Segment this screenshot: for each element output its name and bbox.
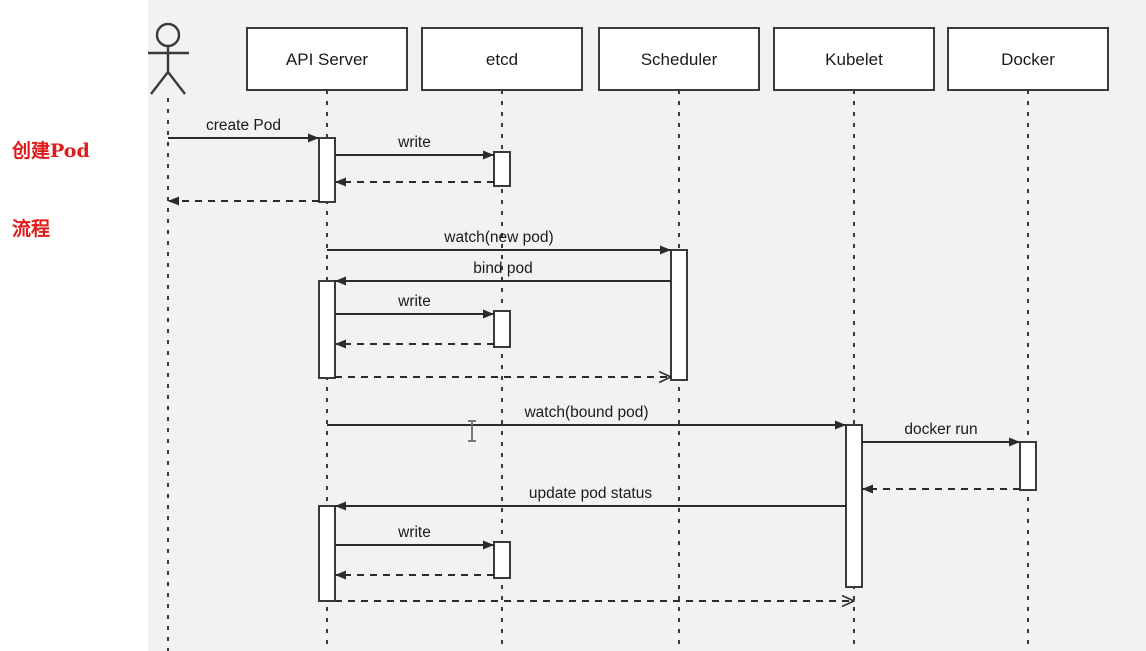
activation-bar-docker xyxy=(1019,441,1037,491)
message-label: write xyxy=(397,134,431,151)
chinese-annotation: 创建Pod 流程 xyxy=(12,86,142,294)
activation-bar-etcd xyxy=(493,310,511,348)
participant-label-apiserver: API Server xyxy=(286,50,369,69)
message-apiserver-to-kubelet[interactable]: watch(bound pod) xyxy=(327,404,846,430)
message-label: write xyxy=(397,524,431,541)
activation-bar-etcd xyxy=(493,151,511,187)
participant-etcd[interactable]: etcd xyxy=(421,27,583,91)
annotation-line-2: 流程 xyxy=(12,218,51,240)
participant-label-docker: Docker xyxy=(1001,50,1055,69)
sequence-diagram-svg: create Pod write watch(new pod) bind pod wri… xyxy=(148,22,1109,651)
message-label: watch(new pod) xyxy=(443,229,553,246)
activation-bar-apiserver xyxy=(318,505,336,602)
activation-bar-etcd xyxy=(493,541,511,579)
message-label: write xyxy=(397,293,431,310)
message-label: create Pod xyxy=(206,117,281,134)
activation-bar-scheduler xyxy=(670,249,688,381)
message-label: watch(bound pod) xyxy=(523,404,648,421)
participant-label-etcd: etcd xyxy=(486,50,518,69)
sequence-diagram-canvas: create Pod write watch(new pod) bind pod wri… xyxy=(148,0,1146,651)
message-kubelet-to-apiserver[interactable]: update pod status xyxy=(335,485,846,511)
participant-label-kubelet: Kubelet xyxy=(825,50,883,69)
text-ibeam-cursor xyxy=(468,420,476,442)
message-apiserver-to-etcd[interactable]: write xyxy=(335,134,494,160)
message-label: docker run xyxy=(904,421,977,438)
participant-scheduler[interactable]: Scheduler xyxy=(598,27,760,91)
annotation-line-1: 创建Pod xyxy=(12,140,90,162)
participant-apiserver[interactable]: API Server xyxy=(246,27,408,91)
message-apiserver-to-scheduler[interactable]: watch(new pod) xyxy=(327,229,671,255)
message-kubelet-to-docker[interactable]: docker run xyxy=(862,421,1020,447)
activation-bar-apiserver xyxy=(318,137,336,203)
message-apiserver-to-etcd[interactable]: write xyxy=(335,524,494,550)
participant-actor[interactable] xyxy=(148,22,189,95)
message-label: bind pod xyxy=(473,260,532,277)
participant-label-scheduler: Scheduler xyxy=(641,50,718,69)
message-actor-to-apiserver[interactable]: create Pod xyxy=(168,117,319,143)
activation-bar-kubelet xyxy=(845,424,863,588)
message-scheduler-to-apiserver[interactable]: bind pod xyxy=(335,260,671,286)
participant-docker[interactable]: Docker xyxy=(947,27,1109,91)
participant-kubelet[interactable]: Kubelet xyxy=(773,27,935,91)
activation-bar-apiserver xyxy=(318,280,336,379)
message-label: update pod status xyxy=(529,485,652,502)
message-apiserver-to-etcd[interactable]: write xyxy=(335,293,494,319)
